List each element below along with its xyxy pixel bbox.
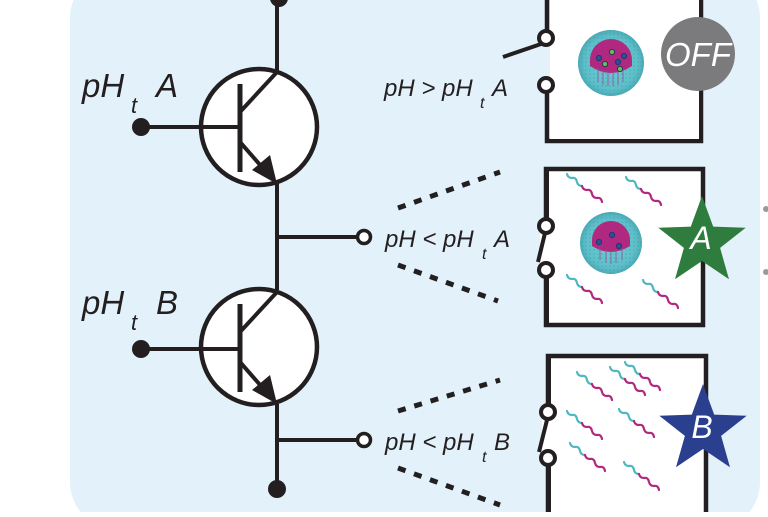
condition-3-sub: t — [482, 449, 487, 466]
strand-group-b — [565, 360, 662, 492]
main-wiring — [275, 0, 358, 488]
strand-segment — [639, 187, 663, 207]
output-node-a — [355, 228, 373, 246]
base-terminal-b — [132, 340, 150, 358]
transistor-a-label-suffix: A — [154, 67, 178, 104]
condition-2-suffix: A — [492, 226, 510, 253]
off-badge-text: OFF — [665, 36, 733, 73]
condition-1-suffix: A — [490, 75, 508, 102]
strand-segment — [638, 372, 662, 392]
emitter-arrow-icon — [252, 375, 277, 404]
terminal-bottom — [268, 480, 286, 498]
strand-segment — [622, 460, 641, 476]
strand-group-a — [565, 172, 680, 310]
transistor-b — [140, 286, 320, 408]
dashed-fan-upper — [397, 377, 501, 414]
strand-segment — [580, 285, 604, 305]
transistor-a-label: pH — [81, 67, 124, 104]
transistor-a-label-sub: t — [131, 93, 138, 118]
star-badge-b-text: B — [691, 409, 712, 445]
dashed-fan-lower — [397, 465, 501, 508]
strand-segment — [590, 382, 614, 402]
strand-segment — [565, 273, 584, 289]
connector-dot — [763, 206, 768, 212]
emitter-arrow-icon — [252, 155, 277, 184]
transistor-b-label-sub: t — [131, 310, 138, 335]
strand-segment — [623, 377, 647, 397]
dashed-fan-lower — [397, 262, 499, 304]
star-badge-a-text: A — [688, 220, 711, 256]
strand-segment — [656, 290, 680, 310]
condition-1-sub: t — [480, 95, 485, 112]
micelle-icon — [580, 212, 642, 274]
strand-segment — [580, 184, 604, 204]
strand-segment — [608, 365, 627, 381]
strand-segment — [641, 278, 660, 294]
strand-segment — [580, 421, 604, 441]
micelle-icon — [578, 30, 644, 96]
transistor-b-label-suffix: B — [156, 284, 178, 321]
strand-segment — [637, 472, 661, 492]
transistor-a — [140, 66, 320, 188]
star-badge-b — [659, 384, 747, 468]
base-terminal-a — [132, 118, 150, 136]
condition-3-label: pH < pH — [384, 429, 474, 456]
star-badge-a — [658, 196, 746, 280]
output-node-b — [355, 431, 373, 449]
condition-3-suffix: B — [494, 429, 510, 456]
connector-dot — [763, 269, 768, 275]
strand-segment — [623, 360, 642, 376]
strand-segment — [575, 370, 594, 386]
terminal-top — [270, 0, 288, 7]
strand-segment — [565, 172, 584, 188]
strand-segment — [624, 175, 643, 191]
strand-segment — [632, 419, 656, 439]
strand-segment — [565, 409, 584, 425]
transistor-b-label: pH — [81, 284, 124, 321]
strand-segment — [617, 407, 636, 423]
off-badge — [661, 17, 735, 91]
strand-segment — [583, 453, 607, 473]
condition-2-sub: t — [482, 246, 487, 263]
strand-segment — [568, 441, 587, 457]
dashed-fan-upper — [397, 169, 501, 211]
condition-2-label: pH < pH — [384, 226, 474, 253]
condition-1-label: pH > pH — [383, 75, 473, 102]
